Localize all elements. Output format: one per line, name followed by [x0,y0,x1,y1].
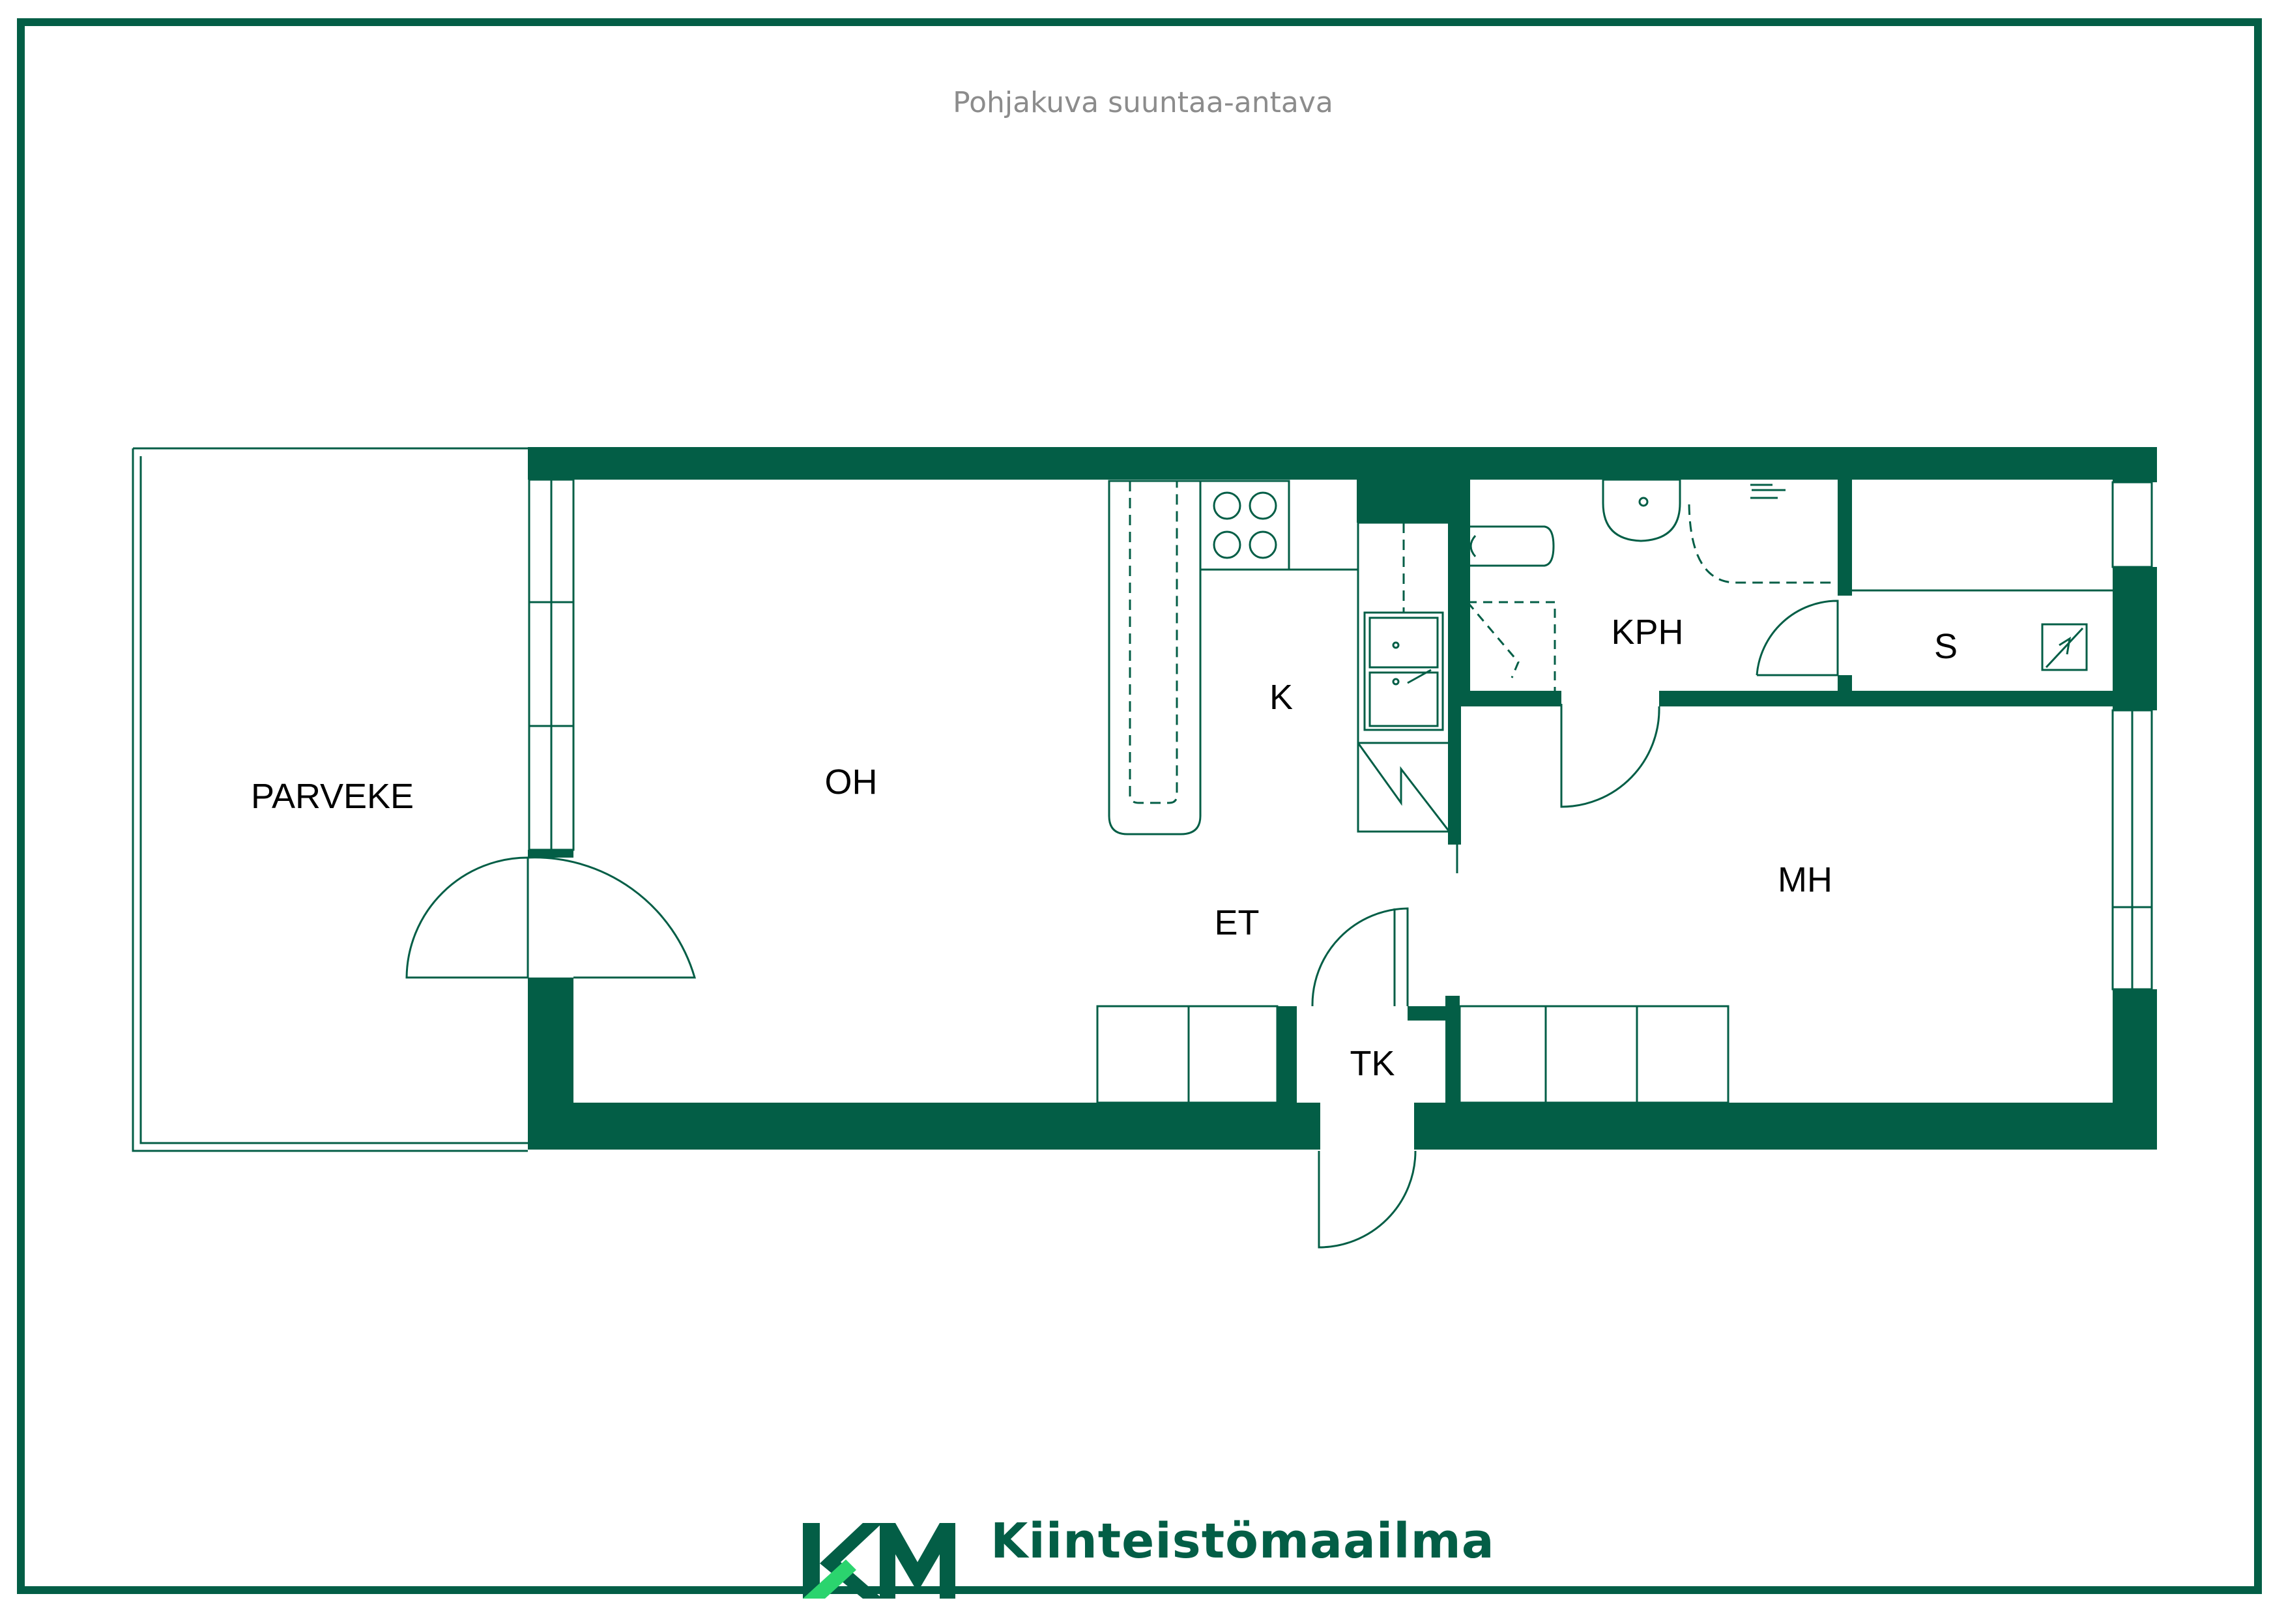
closet-door-swing [1311,907,1409,1007]
room-label-oh: OH [825,762,878,802]
sauna-heater-icon [2041,623,2088,671]
stove [1199,480,1290,571]
sauna-window [2111,481,2153,568]
page-frame [17,18,2262,1594]
toilet [1465,525,1555,567]
room-label-tk: TK [1350,1044,1395,1083]
room-label-et: ET [1214,903,1259,942]
walls [528,447,2157,1150]
hall-wardrobe [1096,1005,1279,1104]
washbasin [1602,478,1681,542]
balcony-outline [132,447,528,1152]
kitchen-side-counter [1357,521,1451,833]
brand-logo-icon [803,1523,955,1599]
bathroom-door-swing [1560,704,1660,808]
sauna-door-swing [1756,600,1839,676]
shower-curtain [1688,504,1836,584]
kitchen-counter [1108,480,1202,835]
entrance-door-swing [1318,1150,1417,1249]
balcony-door-swing [405,856,529,979]
room-label-mh: MH [1778,860,1832,899]
room-label-parveke: PARVEKE [251,777,414,816]
shower-enclosure [1466,601,1556,691]
plan-disclaimer: Pohjakuva suuntaa-antava [953,86,1333,119]
bedroom-wardrobe [1458,1005,1729,1104]
room-label-kph: KPH [1611,613,1683,652]
brand-name: Kiinteistömaailma [991,1513,1495,1569]
room-label-s: S [1934,627,1958,666]
room-label-k: K [1269,678,1293,717]
sink [1363,611,1444,731]
